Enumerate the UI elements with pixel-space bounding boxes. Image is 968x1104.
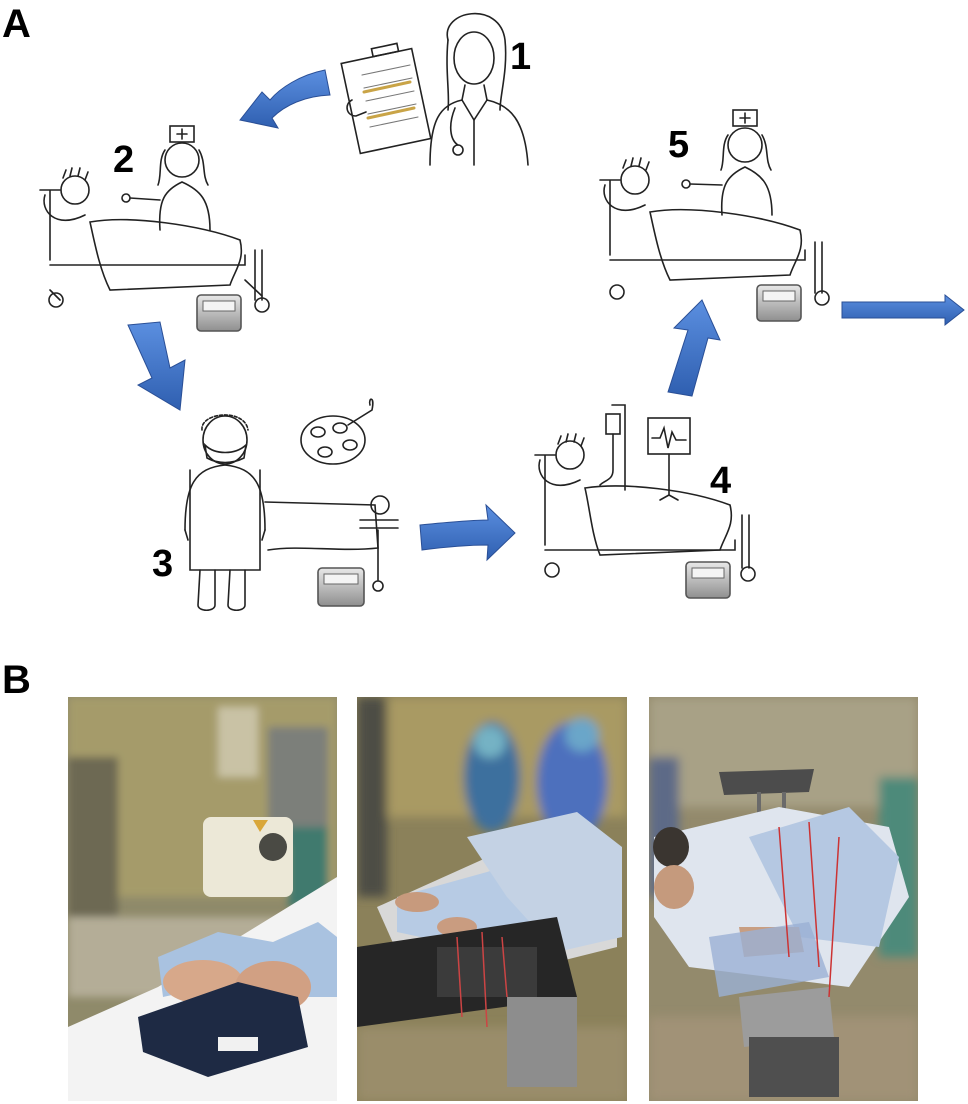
panel-a-label: A xyxy=(2,2,31,46)
arrow-step2-to-3 xyxy=(127,321,186,411)
photo-patient-on-operating-table xyxy=(357,697,627,1101)
panel-b-label: B xyxy=(2,658,31,702)
arrow-step5-onward xyxy=(841,293,965,327)
photo-patient-under-drapes xyxy=(649,697,918,1101)
surgeon-operating-table-illustration xyxy=(184,398,399,612)
step-number-1: 1 xyxy=(510,36,532,78)
step-number-3: 3 xyxy=(152,543,174,585)
arrow-step4-to-5 xyxy=(667,299,721,397)
step-number-2: 2 xyxy=(113,139,135,181)
patient-ward-with-nurse-illustration xyxy=(599,109,830,322)
step-number-5: 5 xyxy=(668,124,690,166)
patient-bed-with-nurse-illustration xyxy=(39,125,270,332)
photo-legs-on-cushion xyxy=(68,697,337,1101)
arrow-step3-to-4 xyxy=(419,503,516,562)
doctor-illustration xyxy=(340,12,529,166)
icu-bed-with-monitor-illustration xyxy=(534,404,756,599)
step-number-4: 4 xyxy=(710,460,732,502)
panel-a-diagram xyxy=(39,12,965,612)
arrow-step1-to-2 xyxy=(239,69,331,129)
